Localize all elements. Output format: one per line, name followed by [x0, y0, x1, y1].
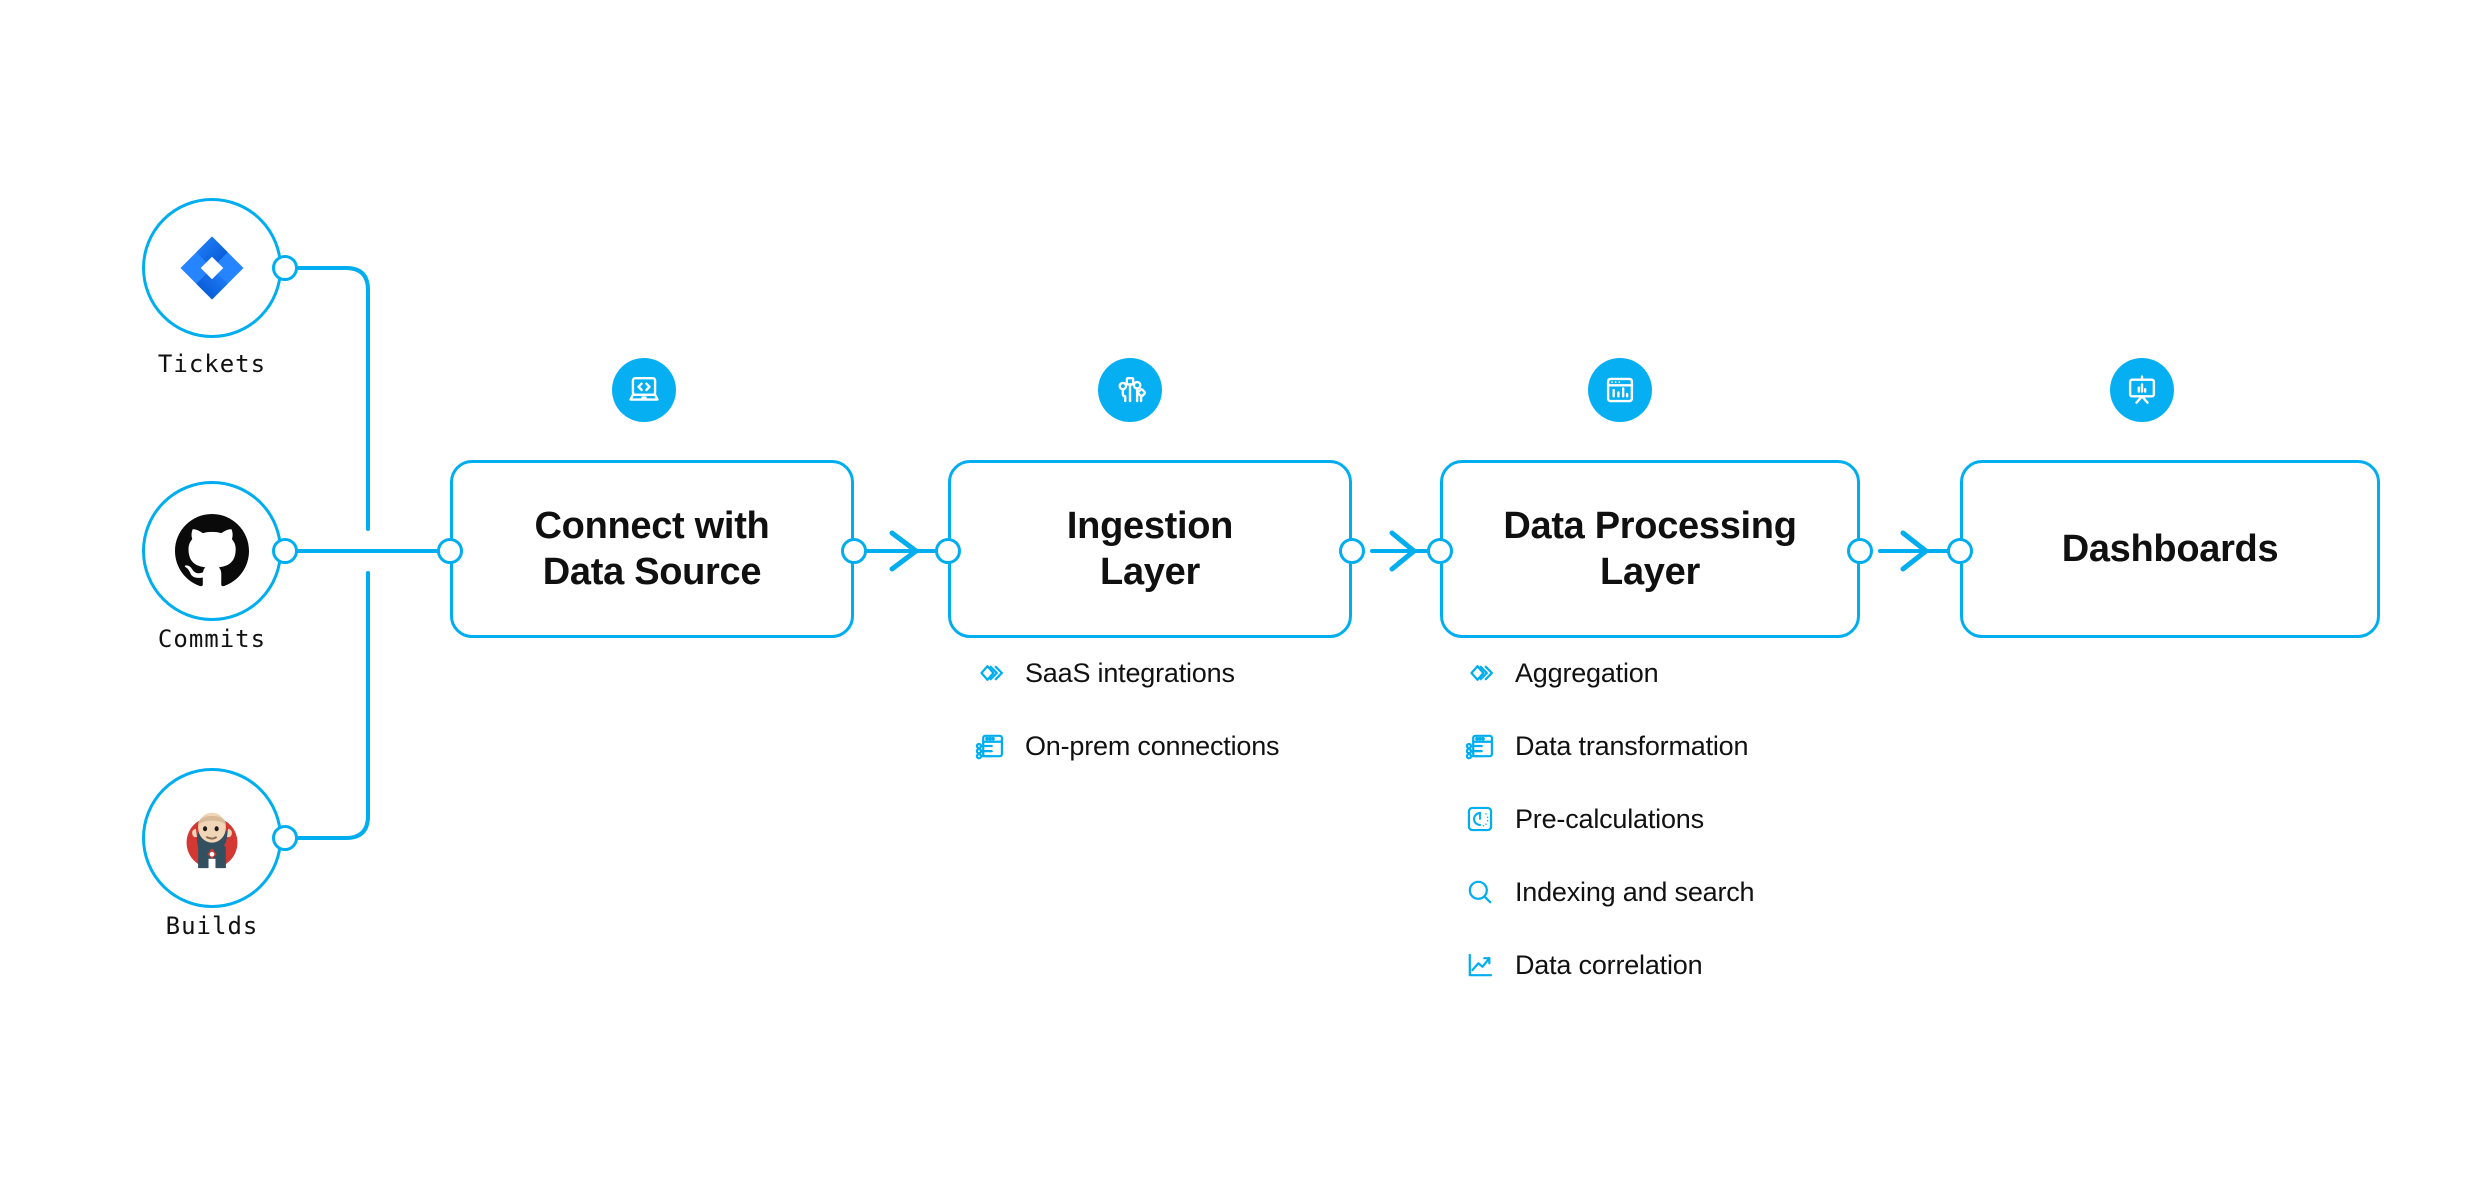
port-processing-in: [1427, 538, 1453, 564]
bullet-label: Data correlation: [1515, 949, 1703, 980]
stage-title-dashboards: Dashboards: [2061, 527, 2279, 570]
window-sliders-icon: [972, 728, 1008, 764]
stage-title-connect-with-data-source: Connect with Data Source: [534, 504, 770, 593]
stage-title-data-processing-layer: Data Processing Layer: [1503, 504, 1797, 593]
source-label-tickets: Tickets: [157, 350, 267, 378]
badge-dashboards: [2110, 358, 2174, 422]
bullet-label: Aggregation: [1515, 657, 1659, 688]
source-node-tickets[interactable]: [142, 198, 282, 338]
bullets-data-processing-layer: Aggregation Data transformation: [1462, 650, 1755, 1015]
bullet-label: Data transformation: [1515, 730, 1749, 761]
bullet-label: Indexing and search: [1515, 876, 1755, 907]
laptop-code-icon: [629, 376, 659, 401]
window-barchart-icon: [1606, 377, 1634, 403]
stage-title-ingestion-layer: Ingestion Layer: [1066, 504, 1234, 593]
window-sliders-icon: [1462, 728, 1498, 764]
port-tickets-out: [272, 255, 298, 281]
line-chart-icon: [1462, 947, 1498, 983]
bullet-item[interactable]: Indexing and search: [1462, 869, 1755, 915]
bullet-label: SaaS integrations: [1025, 657, 1235, 688]
port-dashboards-in: [1947, 538, 1973, 564]
port-connect-out: [841, 538, 867, 564]
badge-connect-with-data-source: [612, 358, 676, 422]
jenkins-icon: [186, 812, 238, 870]
jira-icon: [180, 236, 244, 300]
source-label-builds: Builds: [165, 912, 259, 940]
stage-box-data-processing-layer[interactable]: Data Processing Layer: [1440, 460, 1860, 638]
port-commits-out: [272, 538, 298, 564]
bullets-ingestion-layer: SaaS integrations On-prem connections: [972, 650, 1280, 796]
github-icon: [175, 514, 249, 587]
stage-box-ingestion-layer[interactable]: Ingestion Layer: [948, 460, 1352, 638]
bullet-item[interactable]: SaaS integrations: [972, 650, 1279, 696]
gauge-square-icon: [1462, 801, 1498, 837]
badge-ingestion-layer: [1098, 358, 1162, 422]
port-builds-out: [272, 825, 298, 851]
presentation-chart-icon: [2128, 375, 2156, 404]
bullet-item[interactable]: Data transformation: [1462, 723, 1754, 769]
bullet-item[interactable]: Pre-calculations: [1462, 796, 1754, 842]
badge-data-processing-layer: [1588, 358, 1652, 422]
bullet-label: On-prem connections: [1025, 730, 1280, 761]
bullet-item[interactable]: Aggregation: [1462, 650, 1754, 696]
bullet-item[interactable]: Data correlation: [1462, 942, 1754, 988]
source-node-builds[interactable]: [142, 768, 282, 908]
port-processing-out: [1847, 538, 1873, 564]
circuit-nodes-icon: [1118, 376, 1147, 403]
port-ingestion-out: [1339, 538, 1365, 564]
stage-box-dashboards[interactable]: Dashboards: [1960, 460, 2380, 638]
source-label-commits: Commits: [157, 625, 267, 653]
bullet-label: Pre-calculations: [1515, 803, 1704, 834]
source-node-commits[interactable]: [142, 481, 282, 621]
stage-box-connect-with-data-source[interactable]: Connect with Data Source: [450, 460, 854, 638]
port-ingestion-in: [935, 538, 961, 564]
port-connect-in: [437, 538, 463, 564]
stacked-chevrons-icon: [972, 655, 1008, 691]
bullet-item[interactable]: On-prem connections: [972, 723, 1280, 769]
search-icon: [1462, 874, 1498, 910]
stacked-chevrons-icon: [1462, 655, 1498, 691]
